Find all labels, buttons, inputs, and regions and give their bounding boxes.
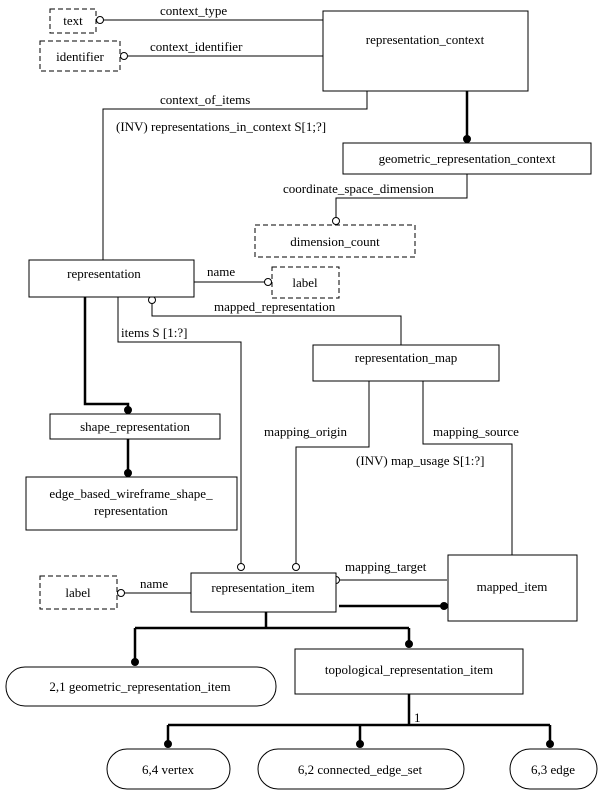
mapped-item-box xyxy=(447,554,578,622)
representation-item-text: representation_item xyxy=(211,580,314,595)
connected-edge-set-subtype-end-circle xyxy=(356,740,364,748)
items-end-circle xyxy=(237,563,245,571)
vertex-ref-text: 6,4 vertex xyxy=(142,762,194,777)
mapping-source-line xyxy=(422,381,513,555)
oneof-marker: 1 xyxy=(414,710,421,725)
mapping-origin-line xyxy=(295,381,370,564)
coordinate-space-dimension-line xyxy=(335,174,468,218)
connected-edge-set-ref-text: 6,2 connected_edge_set xyxy=(298,762,423,777)
shape-subtype-end-circle xyxy=(124,469,132,477)
connected-edge-set-ref xyxy=(257,748,465,790)
context-identifier-end-circle xyxy=(120,52,128,60)
mapping-origin-end-circle xyxy=(292,563,300,571)
name-bottom-end-circle xyxy=(117,589,125,597)
dimension-count-type-text: dimension_count xyxy=(290,234,380,249)
context-identifier-label: context_identifier xyxy=(150,39,243,54)
dimension-count-type-box xyxy=(254,224,416,258)
context-type-end-circle xyxy=(96,16,104,24)
mapped-representation-end-circle xyxy=(148,296,156,304)
representation-box xyxy=(28,259,195,298)
label-top-type-text: label xyxy=(292,275,318,290)
representation-context-box xyxy=(322,10,529,92)
shape-representation-box xyxy=(49,413,221,440)
items-label: items S [1:?] xyxy=(121,325,187,340)
geometric-representation-context-text: geometric_representation_context xyxy=(379,151,556,166)
geometric-representation-context-box xyxy=(342,142,592,175)
representation-text: representation xyxy=(67,266,141,281)
inv-representations-in-context-label: (INV) representations_in_context S[1;?] xyxy=(116,119,326,134)
label-bottom-type-text: label xyxy=(65,585,91,600)
name-top-label: name xyxy=(207,264,235,279)
edge-based-wireframe-box xyxy=(25,476,238,531)
identifier-type-text: identifier xyxy=(56,49,104,64)
inv-map-usage-label: (INV) map_usage S[1:?] xyxy=(356,453,485,468)
shape-representation-text: shape_representation xyxy=(80,419,190,434)
coordinate-space-dimension-end-circle xyxy=(332,217,340,225)
edge-based-wireframe-text-line2: representation xyxy=(94,503,168,518)
mapped-item-text: mapped_item xyxy=(477,579,548,594)
geometric-subtype-end-circle xyxy=(131,658,139,666)
context-type-label: context_type xyxy=(160,3,227,18)
context-of-items-line xyxy=(102,76,368,260)
identifier-type-box xyxy=(39,40,121,72)
mapped-item-subtype-end-circle xyxy=(440,602,448,610)
edge-based-wireframe-text-line1: edge_based_wireframe_shape_ xyxy=(49,486,213,501)
representation-map-box xyxy=(312,344,500,382)
name-top-end-circle xyxy=(264,278,272,286)
label-top-type-box xyxy=(271,266,340,299)
context-subtype-end-circle xyxy=(463,135,471,143)
geometric-representation-item-text: 2,1 geometric_representation_item xyxy=(49,679,230,694)
mapped-representation-label: mapped_representation xyxy=(214,299,336,314)
vertex-subtype-end-circle xyxy=(164,740,172,748)
mapping-target-label: mapping_target xyxy=(345,559,427,574)
items-line xyxy=(117,297,242,564)
representation-subtype-end-circle xyxy=(124,406,132,414)
vertex-ref xyxy=(106,748,231,790)
label-bottom-type-box xyxy=(39,575,118,610)
representation-map-text: representation_map xyxy=(355,350,458,365)
edge-ref-text: 6,3 edge xyxy=(531,762,575,777)
coordinate-space-dimension-label: coordinate_space_dimension xyxy=(283,181,434,196)
representation-item-box xyxy=(190,572,337,613)
mapping-source-label: mapping_source xyxy=(433,424,519,439)
text-type-box xyxy=(49,8,97,34)
context-of-items-label: context_of_items xyxy=(160,92,250,107)
topological-representation-item-box xyxy=(294,648,524,695)
name-bottom-label: name xyxy=(140,576,168,591)
topological-representation-item-text: topological_representation_item xyxy=(325,662,493,677)
geometric-representation-item-ref xyxy=(5,666,277,707)
text-type-text: text xyxy=(63,13,83,28)
representation-subtype-line xyxy=(83,297,130,408)
mapping-origin-label: mapping_origin xyxy=(264,424,348,439)
representation-context-text: representation_context xyxy=(366,32,485,47)
edge-ref xyxy=(509,748,598,790)
mapped-representation-line xyxy=(151,303,402,345)
topological-subtype-end-circle xyxy=(405,640,413,648)
edge-subtype-end-circle xyxy=(546,740,554,748)
